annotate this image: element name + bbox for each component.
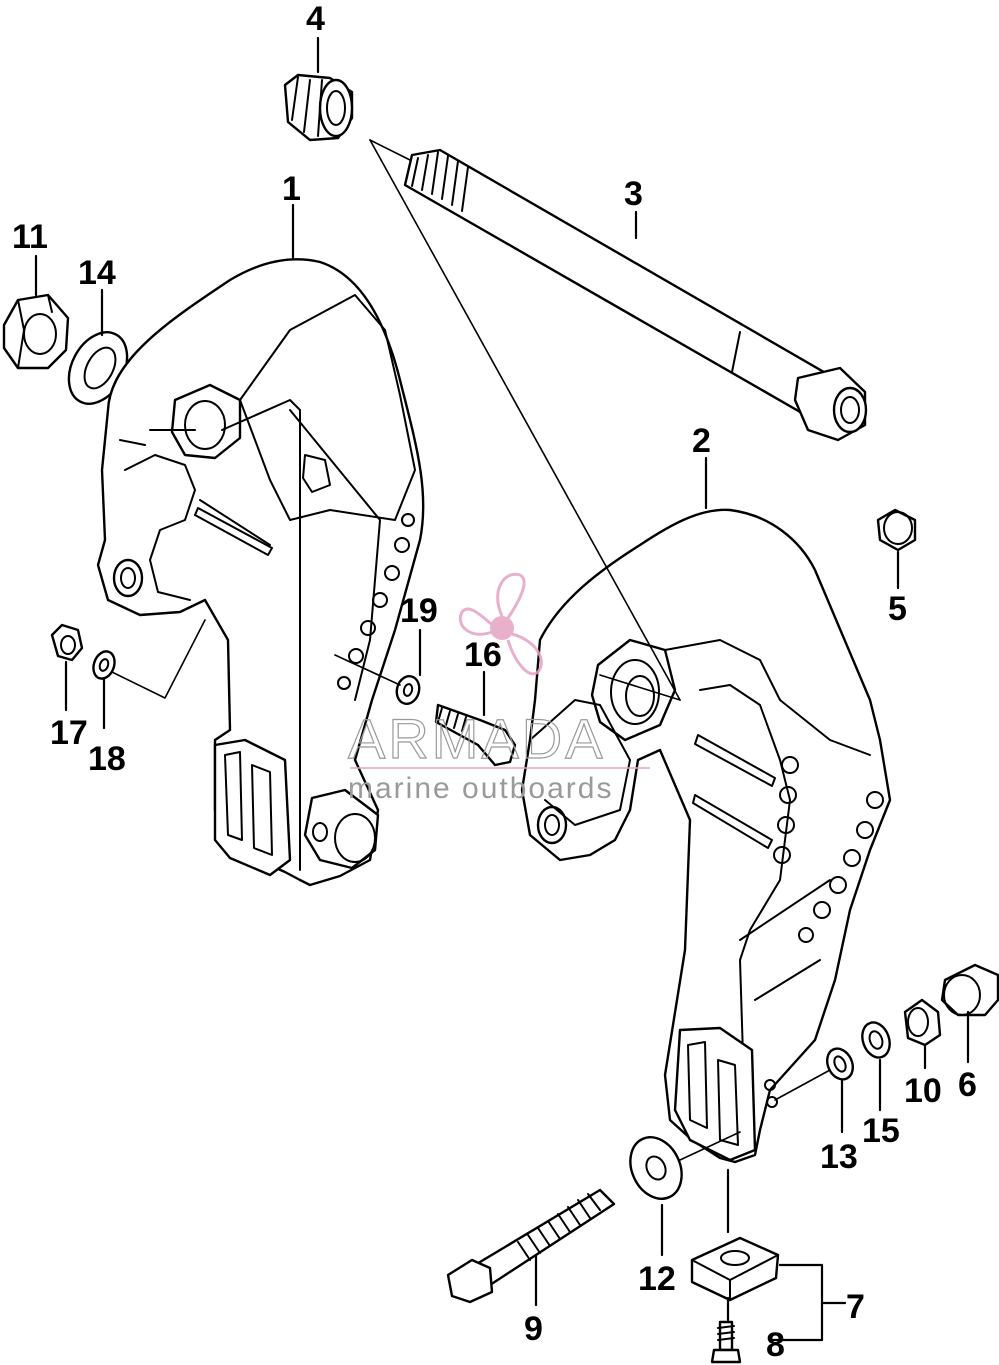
callout-1: 1 (282, 170, 301, 208)
leader-lines (34, 36, 970, 1342)
part-6-cap (940, 963, 999, 1017)
part-13-washer (825, 1047, 855, 1081)
callout-2: 2 (692, 422, 711, 460)
watermark-brand: ARMADA (348, 707, 606, 770)
part-9-clamp-screw (446, 1188, 616, 1304)
callout-9: 9 (524, 1310, 543, 1348)
part-15-washer (861, 1021, 891, 1059)
callout-6: 6 (958, 1066, 977, 1104)
callout-8: 8 (766, 1326, 785, 1364)
callout-15: 15 (862, 1112, 900, 1150)
callout-19: 19 (400, 592, 438, 630)
part-17-nut (50, 623, 84, 662)
callout-7: 7 (846, 1288, 865, 1326)
callout-18: 18 (88, 740, 126, 778)
part-18-washer (92, 650, 116, 680)
part-1-clamp-bracket-port (96, 258, 425, 887)
part-11-hex-nut (2, 293, 70, 370)
part-16-pin (434, 703, 517, 767)
callout-labels: 4 1 3 11 14 2 5 19 16 17 18 6 10 15 13 1… (12, 0, 977, 1364)
callout-16: 16 (464, 636, 502, 674)
part-2-clamp-bracket-starboard (520, 508, 892, 1164)
callout-14: 14 (78, 254, 116, 292)
callout-13: 13 (820, 1138, 858, 1176)
part-5-bushing (876, 508, 917, 552)
propeller-blade-icon (458, 572, 543, 676)
part-7-pad-block (690, 1236, 780, 1302)
callout-17: 17 (50, 714, 88, 752)
part-12-washer (629, 1136, 683, 1200)
callout-12: 12 (638, 1260, 676, 1298)
part-4-nut (283, 73, 354, 142)
callout-5: 5 (888, 590, 907, 628)
part-3-through-bolt (403, 148, 868, 442)
callout-3: 3 (624, 175, 643, 213)
watermark-logo (458, 572, 543, 676)
part-10-nut (903, 998, 942, 1047)
part-19-washer (395, 674, 421, 706)
propeller-hub-icon (490, 616, 514, 640)
callout-10: 10 (904, 1072, 942, 1110)
callout-11: 11 (12, 218, 48, 256)
part-8-screw (710, 1320, 742, 1364)
callout-4: 4 (306, 0, 325, 38)
watermark-tagline: marine outboards (348, 772, 613, 805)
